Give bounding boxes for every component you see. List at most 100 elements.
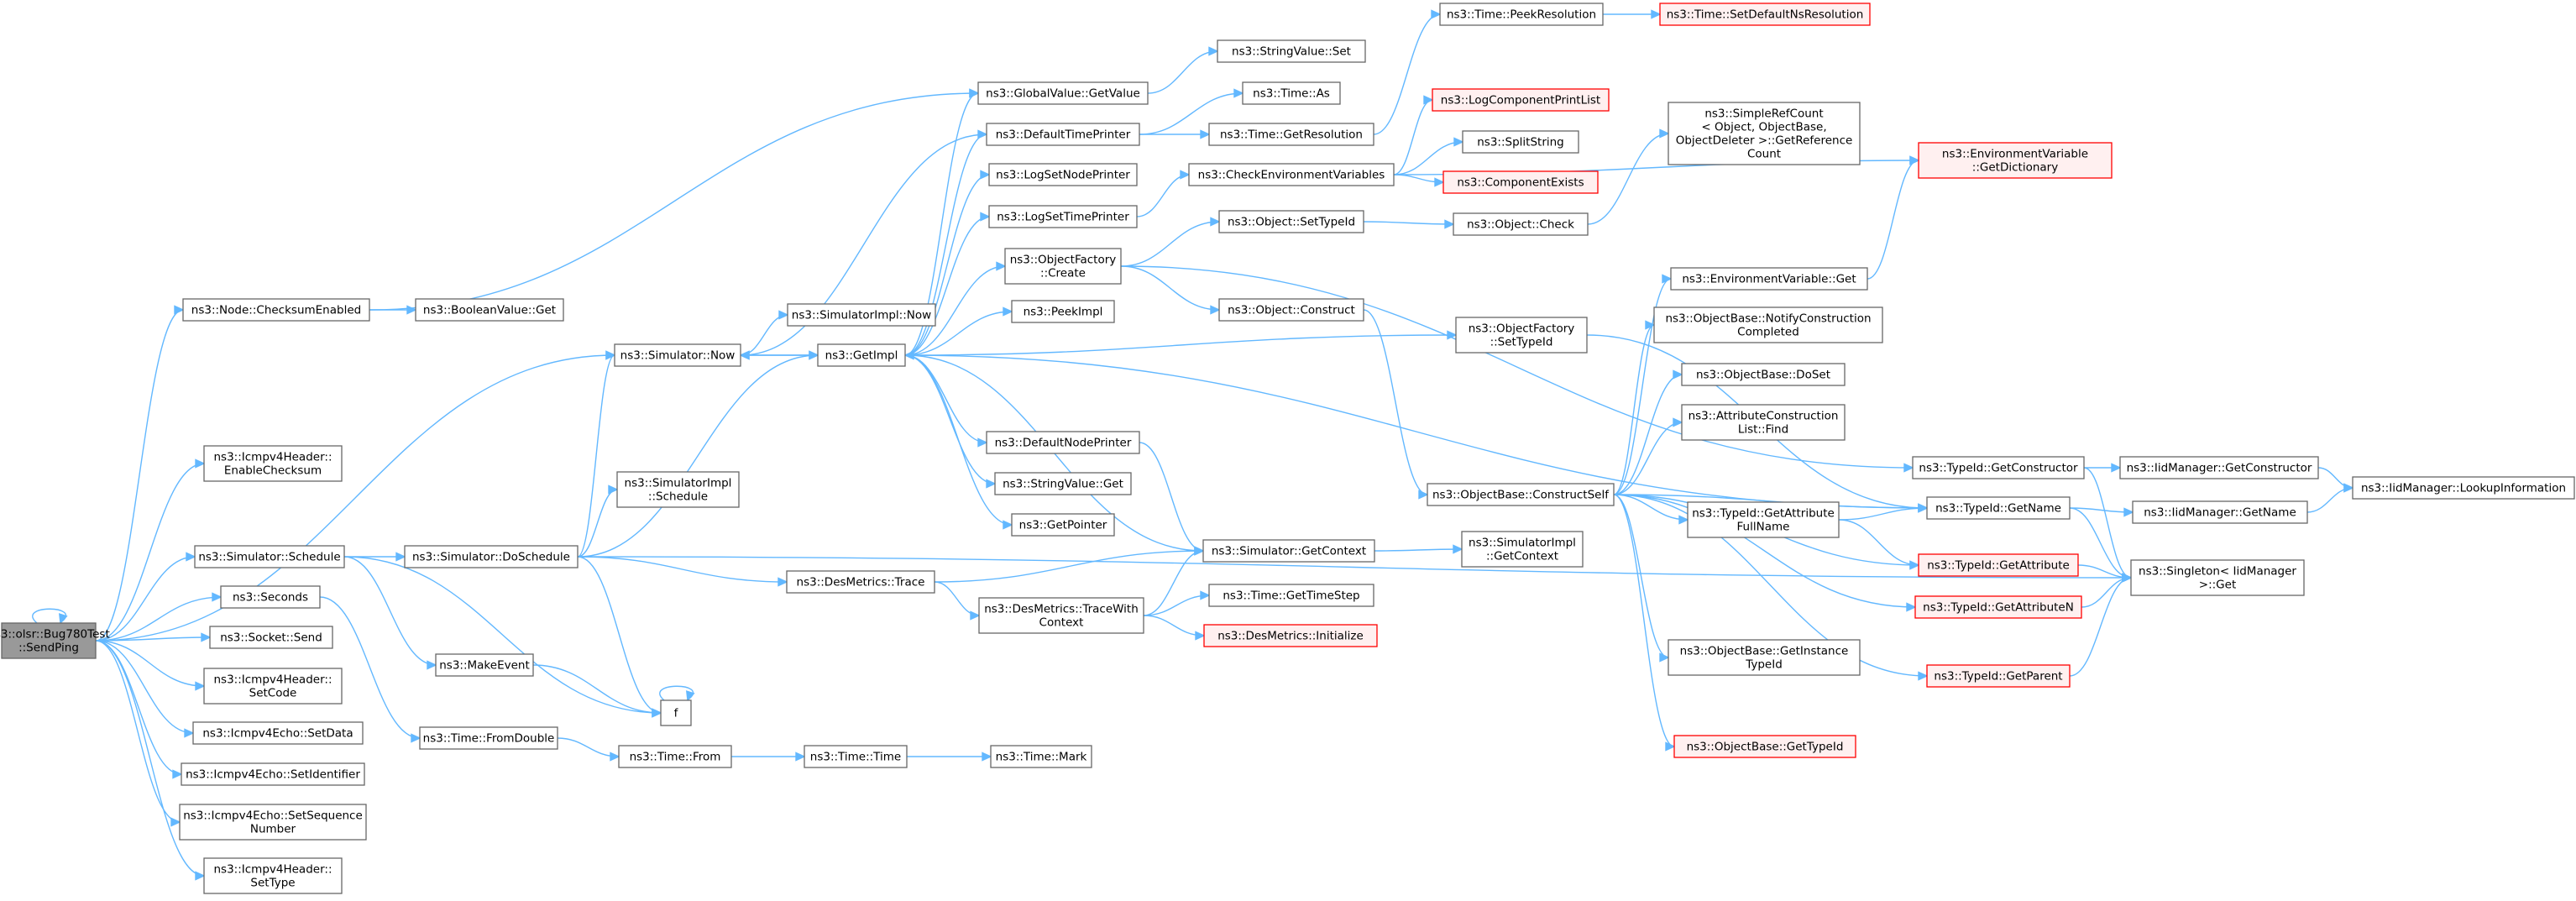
node-get-impl[interactable]: ns3::GetImpl bbox=[817, 343, 906, 367]
node-box[interactable] bbox=[181, 762, 365, 786]
node-objectbase-notify[interactable]: ns3::ObjectBase::NotifyConstructionCompl… bbox=[1653, 306, 1883, 343]
node-box[interactable] bbox=[787, 303, 936, 327]
node-box[interactable] bbox=[1912, 456, 2085, 479]
node-typeid-getattributen[interactable]: ns3::TypeId::GetAttributeN bbox=[1914, 595, 2082, 619]
node-box[interactable] bbox=[1011, 513, 1115, 537]
node-box[interactable] bbox=[1681, 404, 1846, 441]
node-log-set-time-printer[interactable]: ns3::LogSetTimePrinter bbox=[988, 205, 1138, 228]
node-box[interactable] bbox=[182, 298, 370, 322]
node-box[interactable] bbox=[1218, 298, 1364, 322]
node-box[interactable] bbox=[1432, 88, 1610, 112]
node-time-fromdouble[interactable]: ns3::Time::FromDouble bbox=[419, 726, 558, 750]
node-object-settypeid[interactable]: ns3::Object::SetTypeId bbox=[1218, 210, 1364, 233]
node-peek-impl[interactable]: ns3::PeekImpl bbox=[1011, 300, 1115, 323]
node-singleton-get[interactable]: ns3::Singleton< IidManager>::Get bbox=[2130, 559, 2305, 596]
node-log-component-printlist[interactable]: ns3::LogComponentPrintList bbox=[1432, 88, 1610, 112]
node-log-set-node-printer[interactable]: ns3::LogSetNodePrinter bbox=[988, 163, 1138, 186]
node-box[interactable] bbox=[1462, 130, 1579, 154]
node-box[interactable] bbox=[2119, 456, 2319, 479]
node-default-node-printer[interactable]: ns3::DefaultNodePrinter bbox=[986, 431, 1140, 454]
node-objfactory-settypeid[interactable]: ns3::ObjectFactory::SetTypeId bbox=[1455, 317, 1588, 354]
node-box[interactable] bbox=[1188, 163, 1395, 186]
node-box[interactable] bbox=[988, 205, 1138, 228]
node-box[interactable] bbox=[2352, 476, 2575, 500]
node-box[interactable] bbox=[2132, 500, 2308, 524]
node-sim-getcontext[interactable]: ns3::Simulator::GetContext bbox=[1202, 539, 1375, 563]
node-box[interactable] bbox=[988, 163, 1138, 186]
node-box[interactable] bbox=[1926, 496, 2071, 520]
node-box[interactable] bbox=[977, 81, 1149, 105]
node-make-event[interactable]: ns3::MakeEvent bbox=[435, 653, 534, 677]
node-box[interactable] bbox=[1, 622, 97, 659]
node-time-gettimestep[interactable]: ns3::Time::GetTimeStep bbox=[1208, 584, 1374, 607]
node-box[interactable] bbox=[419, 726, 558, 750]
node-box[interactable] bbox=[817, 343, 906, 367]
node-box[interactable] bbox=[1673, 735, 1856, 758]
node-time-setdefaultns[interactable]: ns3::Time::SetDefaultNsResolution bbox=[1659, 3, 1871, 26]
node-stringvalue-get[interactable]: ns3::StringValue::Get bbox=[994, 472, 1132, 495]
node-simimpl-getcontext[interactable]: ns3::SimulatorImpl::GetContext bbox=[1461, 531, 1584, 568]
node-box[interactable] bbox=[786, 570, 935, 594]
node-box[interactable] bbox=[1011, 300, 1115, 323]
node-box[interactable] bbox=[1653, 306, 1883, 343]
node-box[interactable] bbox=[203, 445, 343, 482]
node-box[interactable] bbox=[1439, 3, 1604, 26]
node-box[interactable] bbox=[1918, 142, 2113, 179]
node-box[interactable] bbox=[1203, 624, 1378, 647]
node-f[interactable]: f bbox=[660, 699, 692, 726]
node-objectbase-doset[interactable]: ns3::ObjectBase::DoSet bbox=[1681, 363, 1846, 386]
node-desmetrics-trace[interactable]: ns3::DesMetrics::Trace bbox=[786, 570, 935, 594]
node-split-string[interactable]: ns3::SplitString bbox=[1462, 130, 1579, 154]
node-envvar-getdict[interactable]: ns3::EnvironmentVariable::GetDictionary bbox=[1918, 142, 2113, 179]
node-box[interactable] bbox=[1668, 639, 1861, 676]
node-sim-schedule[interactable]: ns3::Simulator::Schedule bbox=[194, 545, 345, 568]
node-box[interactable] bbox=[990, 745, 1092, 768]
node-time-time[interactable]: ns3::Time::Time bbox=[804, 745, 908, 768]
node-box[interactable] bbox=[1659, 3, 1871, 26]
node-time-mark[interactable]: ns3::Time::Mark bbox=[990, 745, 1092, 768]
node-box[interactable] bbox=[614, 343, 741, 367]
node-box[interactable] bbox=[986, 431, 1140, 454]
node-typeid-getname[interactable]: ns3::TypeId::GetName bbox=[1926, 496, 2071, 520]
node-iidmgr-getconstructor[interactable]: ns3::IidManager::GetConstructor bbox=[2119, 456, 2319, 479]
node-box[interactable] bbox=[994, 472, 1132, 495]
node-box[interactable] bbox=[179, 804, 367, 841]
node-get-pointer[interactable]: ns3::GetPointer bbox=[1011, 513, 1115, 537]
node-olsr-send-ping[interactable]: ns3::olsr::Bug780Test::SendPing bbox=[0, 622, 110, 659]
node-echo-setid[interactable]: ns3::Icmpv4Echo::SetIdentifier bbox=[181, 762, 365, 786]
node-box[interactable] bbox=[1217, 39, 1366, 63]
node-box[interactable] bbox=[1453, 212, 1589, 236]
node-echo-setdata[interactable]: ns3::Icmpv4Echo::SetData bbox=[192, 721, 364, 745]
node-envvar-get[interactable]: ns3::EnvironmentVariable::Get bbox=[1670, 267, 1868, 291]
node-iidmgr-lookupinfo[interactable]: ns3::IidManager::LookupInformation bbox=[2352, 476, 2575, 500]
node-box[interactable] bbox=[1442, 170, 1599, 194]
node-box[interactable] bbox=[1208, 584, 1374, 607]
node-boolean-get[interactable]: ns3::BooleanValue::Get bbox=[415, 298, 564, 322]
node-box[interactable] bbox=[1687, 501, 1840, 538]
node-box[interactable] bbox=[1208, 123, 1374, 146]
node-sim-now[interactable]: ns3::Simulator::Now bbox=[614, 343, 741, 367]
node-seconds[interactable]: ns3::Seconds bbox=[220, 585, 321, 609]
node-icmp-setcode[interactable]: ns3::Icmpv4Header::SetCode bbox=[203, 668, 343, 705]
node-object-factory-create[interactable]: ns3::ObjectFactory::Create bbox=[1004, 248, 1122, 285]
node-typeid-getconstructor[interactable]: ns3::TypeId::GetConstructor bbox=[1912, 456, 2085, 479]
node-icmp-settype[interactable]: ns3::Icmpv4Header::SetType bbox=[203, 857, 343, 894]
node-box[interactable] bbox=[618, 745, 732, 768]
node-simple-refcount[interactable]: ns3::SimpleRefCount< Object, ObjectBase,… bbox=[1668, 102, 1861, 165]
node-box[interactable] bbox=[220, 585, 321, 609]
node-box[interactable] bbox=[435, 653, 534, 677]
node-box[interactable] bbox=[1427, 483, 1615, 506]
node-box[interactable] bbox=[616, 471, 740, 508]
node-box[interactable] bbox=[1242, 81, 1341, 105]
node-box[interactable] bbox=[404, 545, 579, 568]
node-sim-doschedule[interactable]: ns3::Simulator::DoSchedule bbox=[404, 545, 579, 568]
node-box[interactable] bbox=[1681, 363, 1846, 386]
node-component-exists[interactable]: ns3::ComponentExists bbox=[1442, 170, 1599, 194]
node-typeid-getattribute[interactable]: ns3::TypeId::GetAttribute bbox=[1918, 553, 2079, 577]
node-stringvalue-set[interactable]: ns3::StringValue::Set bbox=[1217, 39, 1366, 63]
node-box[interactable] bbox=[1670, 267, 1868, 291]
node-box[interactable] bbox=[978, 597, 1144, 634]
